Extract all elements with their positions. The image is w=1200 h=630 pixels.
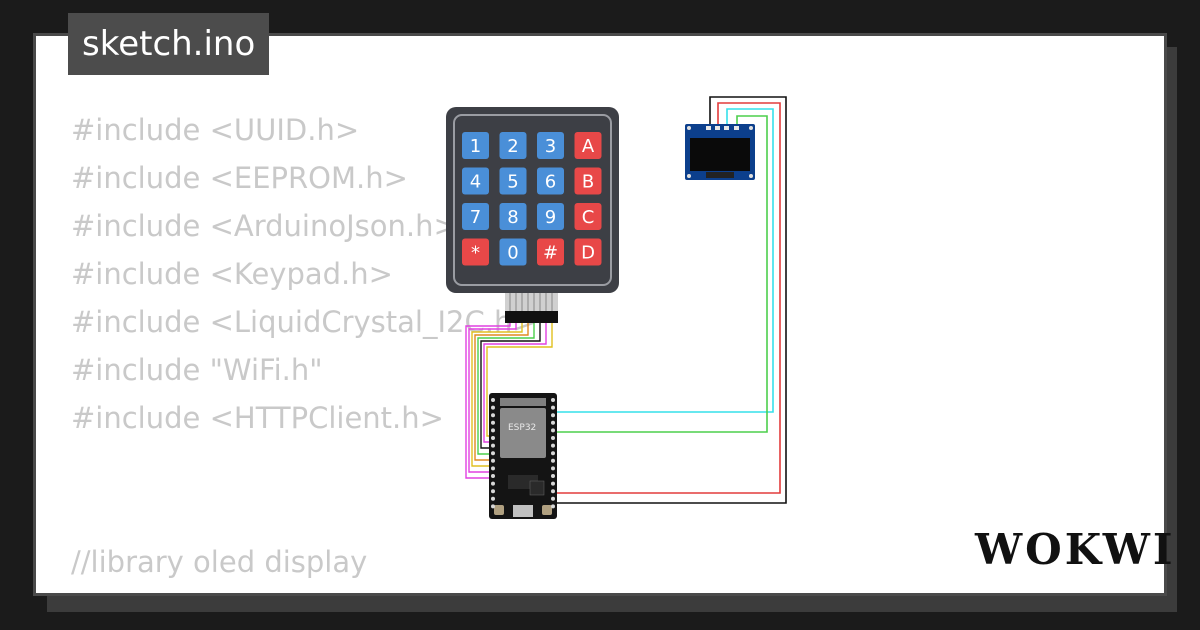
esp32-chip-label: ESP32 — [508, 423, 536, 433]
keypad-key-#[interactable]: # — [537, 238, 564, 266]
keypad-key-label: 4 — [470, 172, 481, 193]
esp32-pin — [551, 436, 555, 440]
esp32-pin — [551, 413, 555, 418]
esp32-pin — [491, 405, 495, 410]
wire-vcc — [555, 102, 781, 494]
esp32-pin — [491, 436, 495, 440]
esp32-pin — [491, 451, 495, 456]
code-line: //library oled display — [71, 545, 368, 579]
keypad-key-7[interactable]: 7 — [462, 203, 489, 230]
keypad-key-2[interactable]: 2 — [499, 132, 527, 159]
keypad-4x4: 1 2 3 A 4 5 6 B 7 8 9 C * 0 # D — [446, 107, 619, 323]
keypad-key-label: 6 — [545, 172, 556, 193]
esp32-pin — [491, 420, 495, 425]
file-tab-label: sketch.ino — [82, 24, 256, 64]
keypad-key-label: A — [582, 136, 595, 157]
keypad-key-9[interactable]: 9 — [537, 203, 564, 230]
esp32-pin — [491, 428, 495, 433]
code-line: #include <Keypad.h> — [71, 257, 393, 291]
file-tab[interactable]: sketch.ino — [68, 13, 270, 75]
keypad-key-1[interactable]: 1 — [462, 132, 489, 159]
keypad-key-*[interactable]: * — [462, 238, 489, 266]
wire-scl — [553, 108, 774, 413]
esp32-pin — [491, 481, 495, 486]
keypad-key-3[interactable]: 3 — [537, 132, 564, 159]
wire-sda — [553, 115, 768, 433]
keypad-key-label: 7 — [470, 207, 481, 228]
code-line: #include <HTTPClient.h> — [71, 401, 444, 435]
esp32-pin — [491, 474, 495, 478]
esp32-pin — [551, 458, 555, 463]
oled-wires — [553, 96, 787, 504]
esp32-pin — [551, 474, 555, 478]
esp32-pin — [491, 496, 495, 501]
keypad-key-label: C — [582, 207, 595, 228]
esp32-pin — [491, 489, 495, 494]
keypad-key-label: 2 — [507, 136, 518, 157]
esp32-pin — [551, 504, 555, 509]
esp32-pin — [491, 458, 495, 463]
keypad-wires — [465, 322, 553, 479]
esp32-pin — [551, 481, 555, 486]
keypad-key-4[interactable]: 4 — [462, 167, 489, 195]
keypad-key-label: 9 — [545, 207, 556, 228]
wire-gnd — [555, 96, 787, 504]
keypad-key-label: D — [581, 243, 595, 264]
keypad-key-label: 1 — [470, 136, 481, 157]
esp32-pin — [491, 413, 495, 418]
esp32-pin — [491, 504, 495, 509]
keypad-key-D[interactable]: D — [574, 238, 602, 266]
esp32-pin — [491, 398, 495, 402]
keypad-key-C[interactable]: C — [574, 203, 602, 230]
keypad-key-label: 8 — [507, 207, 518, 228]
keypad-key-label: 5 — [507, 172, 518, 193]
esp32-pin — [551, 428, 555, 433]
esp32-pin — [551, 420, 555, 425]
wokwi-logo: WOKWI — [975, 525, 1176, 574]
keypad-key-label: B — [582, 172, 594, 193]
keypad-key-5[interactable]: 5 — [499, 167, 527, 195]
esp32-pin — [551, 405, 555, 410]
keypad-key-label: # — [543, 243, 558, 264]
code-line: #include "WiFi.h" — [71, 353, 323, 387]
keypad-key-label: * — [471, 243, 480, 264]
code-line: #include <LiquidCrystal_I2C.h> — [71, 305, 537, 339]
keypad-key-6[interactable]: 6 — [537, 167, 564, 195]
code-listing: #include <UUID.h> #include <EEPROM.h> #i… — [71, 106, 537, 593]
code-line: #include <UUID.h> — [71, 113, 360, 147]
code-line: #include <EEPROM.h> — [71, 161, 408, 195]
esp32-pin — [491, 443, 495, 448]
esp32-pin — [551, 451, 555, 456]
esp32-pin — [551, 398, 555, 402]
keypad-key-0[interactable]: 0 — [499, 238, 527, 266]
esp32-pin — [551, 496, 555, 501]
esp32-board: ESP32 — [489, 393, 557, 519]
esp32-pin — [491, 466, 495, 471]
keypad-key-B[interactable]: B — [574, 167, 602, 195]
code-line: #include <ArduinoJson.h> — [71, 209, 458, 243]
oled-display — [685, 124, 755, 180]
esp32-pin — [551, 489, 555, 494]
keypad-key-label: 3 — [545, 136, 556, 157]
esp32-pin — [551, 443, 555, 448]
keypad-key-A[interactable]: A — [574, 132, 602, 159]
keypad-key-label: 0 — [507, 243, 518, 264]
esp32-pin — [551, 466, 555, 471]
keypad-key-8[interactable]: 8 — [499, 203, 527, 230]
